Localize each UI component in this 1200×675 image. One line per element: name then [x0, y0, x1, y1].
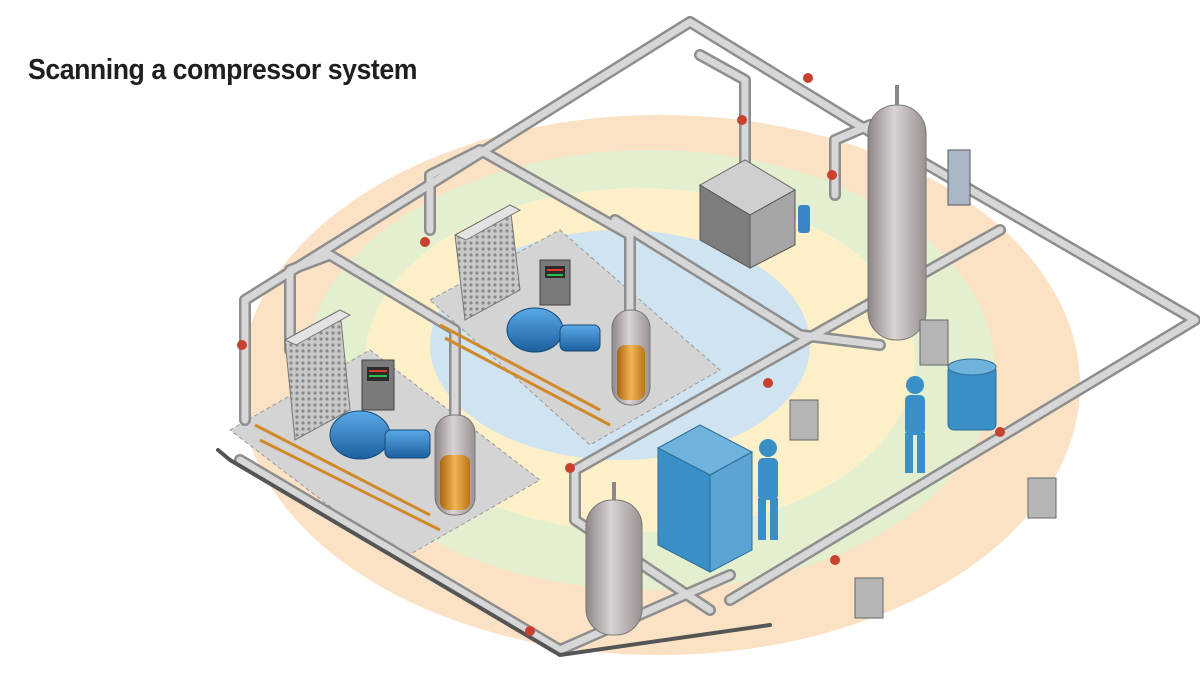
valve	[420, 237, 430, 247]
valve	[565, 463, 575, 473]
filter	[798, 205, 810, 233]
technician-icon	[905, 376, 925, 473]
receiver-tank-small	[585, 482, 643, 636]
diagram-title: Scanning a compressor system	[28, 54, 417, 86]
valve	[830, 555, 840, 565]
valve	[237, 340, 247, 350]
discharge-pipe	[216, 448, 772, 657]
compressor-unit-front	[254, 309, 476, 532]
valve	[827, 170, 837, 180]
end-use-tank	[947, 358, 997, 431]
air-dryer	[699, 159, 810, 269]
motor	[506, 307, 564, 353]
valve	[763, 378, 773, 388]
valve	[525, 626, 535, 636]
filter-regulator-stations	[789, 319, 1057, 619]
technician-icon	[758, 439, 778, 540]
pipe-network	[216, 16, 1200, 657]
valve	[803, 73, 813, 83]
valve	[995, 427, 1005, 437]
end-use-machine	[656, 424, 754, 573]
receiver-tank-large	[867, 85, 971, 341]
valve	[737, 115, 747, 125]
motor	[329, 410, 391, 460]
compressor-unit-rear	[439, 204, 651, 427]
